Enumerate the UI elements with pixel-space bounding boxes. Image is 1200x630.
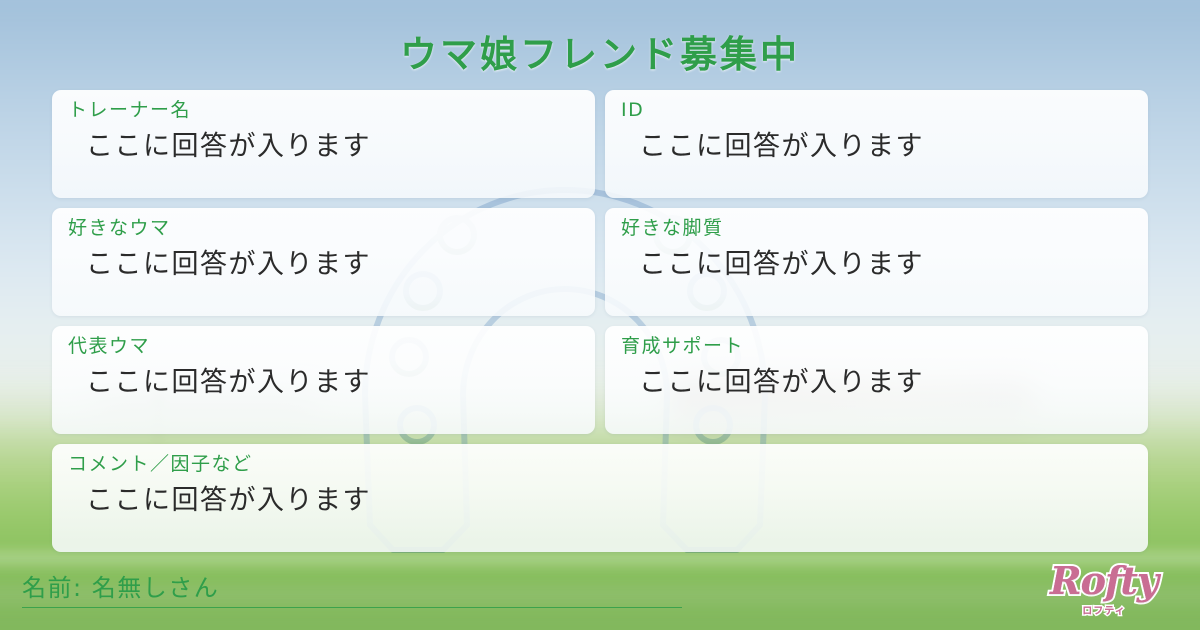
rofty-logo[interactable]: Rofty Rofty ロフティ ロフティ (1026, 556, 1182, 620)
footer-rule (22, 607, 682, 608)
field-label-favorite-running-style: 好きな脚質 (621, 217, 724, 239)
rofty-logo-wordmark-outline: Rofty (1048, 556, 1161, 605)
field-card-training-support[interactable]: 育成サポート ここに回答が入ります (605, 326, 1148, 434)
field-card-id[interactable]: ID ここに回答が入ります (605, 90, 1148, 198)
field-value-favorite-running-style[interactable]: ここに回答が入ります (639, 248, 924, 280)
field-card-comment-factors[interactable]: コメント／因子など ここに回答が入ります (52, 444, 1148, 552)
field-label-trainer-name: トレーナー名 (68, 99, 192, 121)
field-card-trainer-name[interactable]: トレーナー名 ここに回答が入ります (52, 90, 595, 198)
field-value-trainer-name[interactable]: ここに回答が入ります (86, 130, 371, 162)
field-card-representative-uma[interactable]: 代表ウマ ここに回答が入ります (52, 326, 595, 434)
field-card-favorite-uma[interactable]: 好きなウマ ここに回答が入ります (52, 208, 595, 316)
field-row-2: 好きなウマ ここに回答が入ります 好きな脚質 ここに回答が入ります (52, 208, 1148, 316)
field-value-representative-uma[interactable]: ここに回答が入ります (86, 366, 371, 398)
background-foreground-grass (0, 579, 1200, 630)
rofty-logo-subtext: ロフティ (1082, 606, 1126, 617)
field-label-id: ID (621, 99, 645, 121)
field-grid: トレーナー名 ここに回答が入ります ID ここに回答が入ります 好きなウマ ここ… (52, 90, 1148, 562)
field-value-training-support[interactable]: ここに回答が入ります (639, 366, 924, 398)
field-label-representative-uma: 代表ウマ (68, 335, 151, 357)
background-fence-rail (0, 554, 1200, 563)
field-label-training-support: 育成サポート (621, 335, 745, 357)
footer: 名前: 名無しさん (22, 568, 682, 608)
footer-name-line[interactable]: 名前: 名無しさん (22, 574, 220, 602)
field-label-comment-factors: コメント／因子など (68, 453, 253, 475)
field-value-id[interactable]: ここに回答が入ります (639, 130, 924, 162)
rofty-logo-wordmark: Rofty (1050, 558, 1159, 603)
field-value-comment-factors[interactable]: ここに回答が入ります (86, 484, 371, 516)
field-row-3: 代表ウマ ここに回答が入ります 育成サポート ここに回答が入ります (52, 326, 1148, 434)
field-card-favorite-running-style[interactable]: 好きな脚質 ここに回答が入ります (605, 208, 1148, 316)
field-row-4: コメント／因子など ここに回答が入ります (52, 444, 1148, 552)
field-value-favorite-uma[interactable]: ここに回答が入ります (86, 248, 371, 280)
field-row-1: トレーナー名 ここに回答が入ります ID ここに回答が入ります (52, 90, 1148, 198)
rofty-logo-subtext-outline: ロフティ (1081, 605, 1126, 619)
page-title: ウマ娘フレンド募集中 (400, 33, 800, 76)
field-label-favorite-uma: 好きなウマ (68, 217, 171, 239)
